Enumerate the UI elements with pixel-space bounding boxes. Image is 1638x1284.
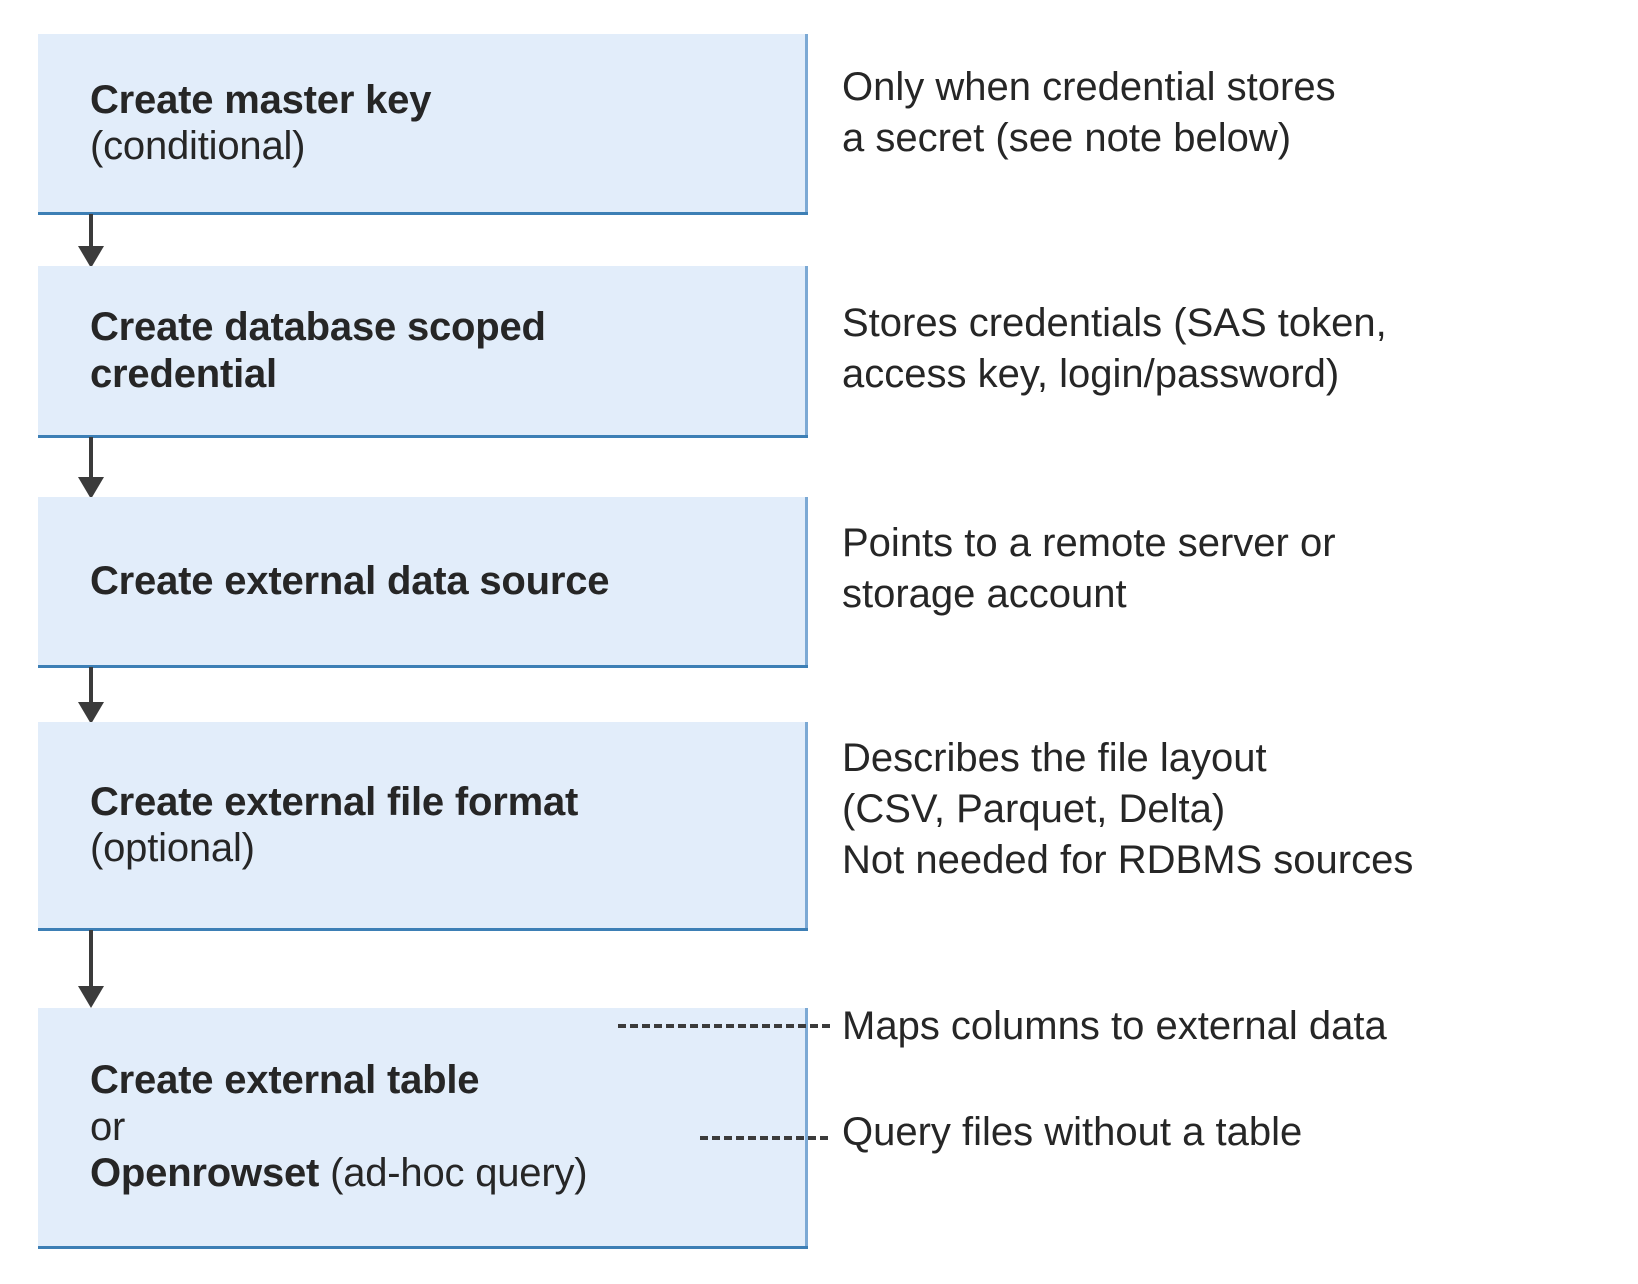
flow-arrow-1-head [78,246,104,268]
note-external-data-source: Points to a remote server or storage acc… [842,518,1336,620]
step-box-create-external-data-source[interactable]: Create external data source [38,497,808,668]
flow-arrow-2-head [78,477,104,499]
flow-arrow-3-shaft [89,667,93,704]
note-openrowset: Query files without a table [842,1110,1303,1154]
leader-line-external-table [618,1024,830,1028]
step-title-external-table: Create external table [90,1058,480,1103]
step-title-credential-line-1: Create database scoped [90,305,546,350]
step-connector-or: or [90,1104,126,1149]
step-box-create-external-file-format[interactable]: Create external file format (optional) [38,722,808,931]
note-external-file-format: Describes the file layout (CSV, Parquet,… [842,733,1413,887]
step-title-master-key: Create master key [90,77,432,122]
flow-arrow-3 [78,667,104,724]
flow-arrow-2-shaft [89,437,93,479]
note-credential-line-1: Stores credentials (SAS token, [842,301,1387,345]
note-data-source-line-1: Points to a remote server or [842,521,1336,565]
note-master-key-line-1: Only when credential stores [842,65,1336,109]
step-qualifier-openrowset: (ad-hoc query) [330,1151,588,1196]
step-box-create-external-table-or-openrowset[interactable]: Create external table or Openrowset (ad-… [38,1008,808,1249]
flow-arrow-1-shaft [89,214,93,248]
step-title-credential-line-2: credential [90,351,277,396]
note-data-source-line-2: storage account [842,572,1127,617]
leader-line-openrowset [700,1136,828,1140]
step-box-create-master-key[interactable]: Create master key (conditional) [38,34,808,215]
step-title-external-file-format: Create external file format [90,779,579,824]
step-title-openrowset: Openrowset [90,1151,320,1196]
note-master-key: Only when credential stores a secret (se… [842,62,1336,164]
note-master-key-line-2: a secret (see note below) [842,116,1292,161]
step-qualifier-external-file-format: (optional) [90,826,255,870]
flow-arrow-3-head [78,702,104,724]
flow-arrow-4-head [78,986,104,1008]
note-database-scoped-credential: Stores credentials (SAS token, access ke… [842,298,1387,400]
note-credential-line-2: access key, login/password) [842,352,1340,397]
note-file-format-line-1: Describes the file layout [842,736,1267,780]
flow-arrow-4-shaft [89,930,93,988]
flow-arrow-4 [78,930,104,1009]
note-file-format-line-2: (CSV, Parquet, Delta) [842,787,1226,832]
step-title-external-data-source: Create external data source [90,558,610,603]
note-file-format-line-3: Not needed for RDBMS sources [842,838,1414,883]
step-box-create-database-scoped-credential[interactable]: Create database scoped credential [38,266,808,438]
step-qualifier-master-key: (conditional) [90,124,306,168]
flow-arrow-1 [78,214,104,268]
note-external-table: Maps columns to external data [842,1004,1387,1048]
step-title-openrowset-row: Openrowset (ad-hoc query) [90,1150,794,1196]
flow-arrow-2 [78,437,104,499]
